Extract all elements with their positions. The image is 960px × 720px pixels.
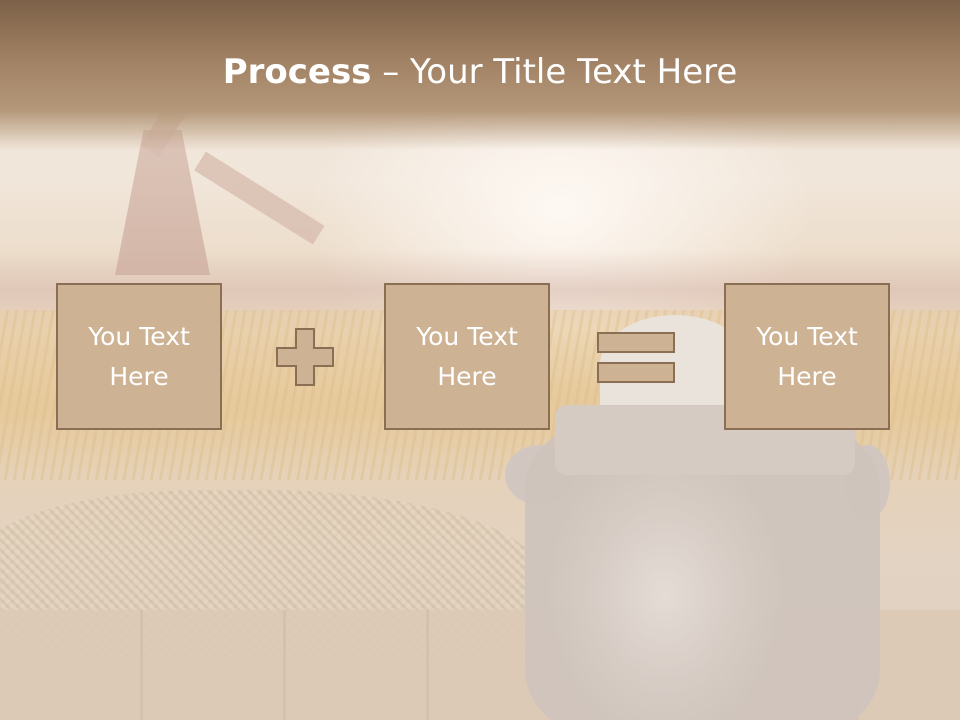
plus-icon (276, 328, 334, 386)
process-box-1-label: You Text Here (88, 321, 190, 391)
slide-title-bold: Process (222, 52, 372, 92)
slide-title[interactable]: Process – Your Title Text Here (0, 52, 960, 92)
process-box-2-label: You Text Here (416, 321, 518, 391)
process-box-3-label: You Text Here (756, 321, 858, 391)
slide-title-rest: – Your Title Text Here (371, 52, 738, 92)
background-windmill-blade (194, 151, 325, 245)
process-box-3[interactable]: You Text Here (724, 283, 890, 430)
title-banner (0, 0, 960, 150)
equals-icon (597, 332, 675, 383)
process-box-2[interactable]: You Text Here (384, 283, 550, 430)
process-box-1[interactable]: You Text Here (56, 283, 222, 430)
